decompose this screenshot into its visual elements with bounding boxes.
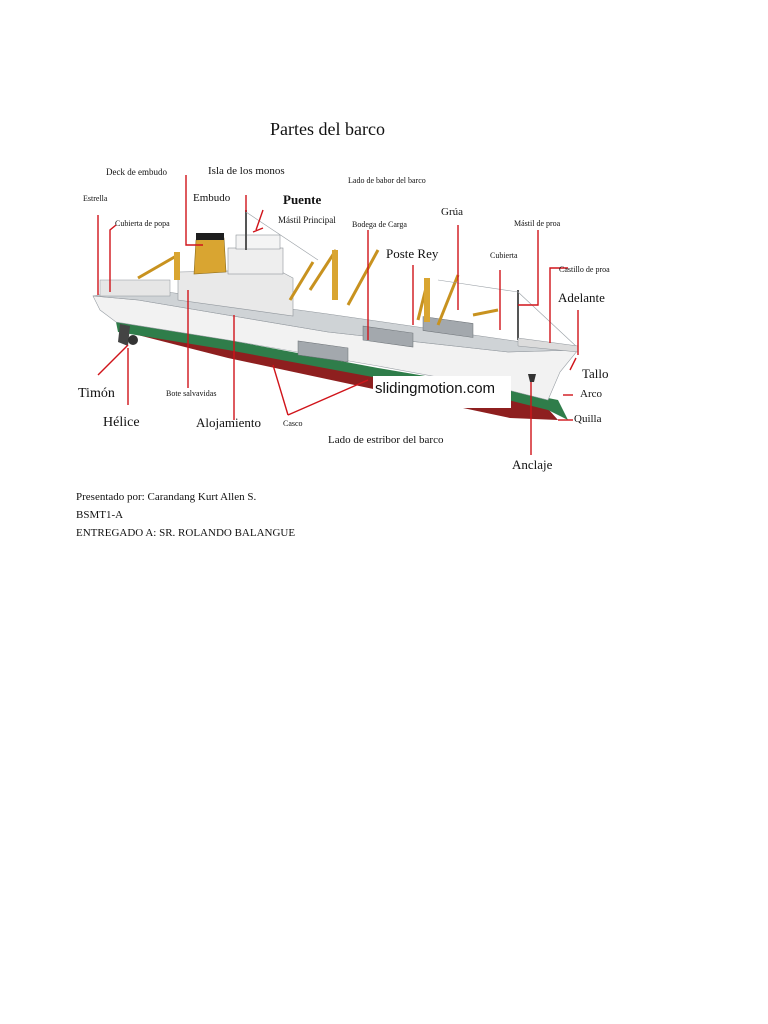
hatch-1 [297, 340, 349, 363]
label-lado-estribor: Lado de estribor del barco [328, 434, 444, 446]
label-helice: Hélice [103, 415, 140, 430]
label-poste-rey: Poste Rey [386, 246, 439, 261]
label-estrella: Estrella [83, 194, 108, 203]
label-casco: Casco [283, 419, 303, 428]
leader-lines [97, 175, 579, 455]
label-tallo: Tallo [582, 366, 609, 381]
propeller [128, 335, 138, 345]
diagram-title: Partes del barco [270, 119, 385, 139]
hatch-2 [362, 325, 414, 348]
rigging [245, 211, 579, 349]
section-line: BSMT1-A [76, 509, 124, 521]
anchor [528, 374, 536, 382]
delivered-to-line: ENTREGADO A: SR. ROLANDO BALANGUE [76, 527, 296, 539]
watermark: slidingmotion.com [373, 376, 511, 408]
stern-house [99, 279, 171, 297]
label-quilla: Quilla [574, 413, 602, 425]
label-alojamiento: Alojamiento [196, 415, 261, 430]
presenter-line: Presentado por: Carandang Kurt Allen S. [76, 491, 257, 503]
label-isla-monos: Isla de los monos [208, 165, 285, 177]
hull-green-band [116, 322, 568, 420]
label-bodega-carga: Bodega de Carga [352, 220, 407, 229]
label-lado-babor: Lado de babor del barco [348, 176, 426, 185]
label-cubierta: Cubierta [490, 251, 518, 260]
funnel [193, 237, 227, 275]
label-arco: Arco [580, 388, 602, 400]
hatch-3 [422, 316, 474, 338]
label-deck-embudo: Deck de embudo [106, 167, 167, 177]
label-anclaje: Anclaje [512, 457, 553, 472]
crane-posts [174, 250, 430, 322]
label-timon: Timón [78, 386, 115, 401]
label-mastil-proa: Mástil de proa [514, 219, 561, 228]
label-puente: Puente [283, 192, 322, 207]
label-bote-salvavidas: Bote salvavidas [166, 389, 217, 398]
ship-illustration [92, 175, 579, 455]
label-grua: Grúa [441, 206, 463, 218]
label-mastil-principal: Mástil Principal [278, 215, 336, 225]
rudder [118, 324, 130, 346]
label-embudo: Embudo [193, 192, 231, 204]
label-castillo-proa: Castillo de proa [559, 265, 610, 274]
label-cubierta-popa: Cubierta de popa [115, 219, 170, 228]
funnel-top [196, 233, 224, 240]
ship-parts-diagram: Partes del barco Estrella Deck de embudo… [78, 100, 630, 478]
label-adelante: Adelante [558, 290, 605, 305]
bridge-deck [227, 247, 284, 275]
wheelhouse [235, 234, 281, 250]
